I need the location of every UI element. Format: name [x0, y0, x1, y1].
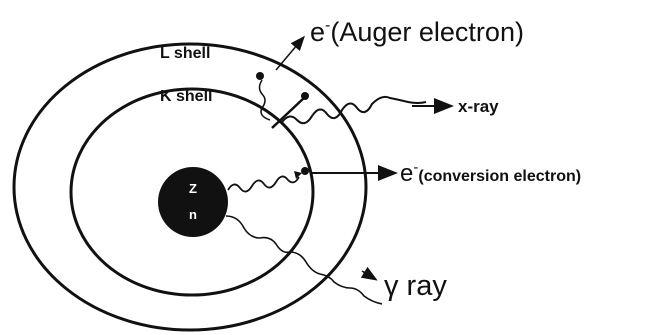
xray-label: x-ray — [458, 97, 499, 116]
conversion-text: (conversion electron) — [418, 168, 581, 185]
nucleus — [158, 167, 228, 237]
l-shell-label: L shell — [160, 45, 210, 62]
electron-k-shell — [301, 167, 309, 175]
gamma-ray-arrow — [360, 266, 378, 281]
xray-wave — [281, 95, 427, 125]
auger-text: (Auger electron) — [330, 17, 524, 47]
conversion-electron-label: e-(conversion electron) — [400, 159, 581, 187]
transition-line — [271, 96, 306, 129]
gamma-ray-wave — [225, 215, 383, 305]
k-shell-label: K shell — [160, 88, 212, 105]
auger-electron-arrow — [275, 35, 305, 71]
gamma-text: ray — [399, 270, 448, 302]
k-shell-orbit — [69, 87, 315, 297]
nucleus-wave-arrowhead — [294, 171, 302, 179]
gamma-symbol: γ — [384, 270, 399, 302]
electron-l-shell — [256, 72, 264, 80]
nucleus-label-z: Z — [189, 181, 197, 196]
gamma-ray-label: γ ray — [384, 270, 447, 302]
auger-sup: - — [325, 17, 330, 34]
l-shell-orbit — [12, 42, 368, 332]
nucleus-label-n: n — [189, 207, 197, 222]
nucleus-to-electron-wave — [227, 175, 300, 193]
auger-e: e — [310, 17, 325, 47]
conversion-sup: - — [413, 159, 418, 176]
auger-electron-label: e-(Auger electron) — [310, 17, 524, 47]
conversion-e: e — [400, 160, 413, 187]
auger-wiggle — [258, 79, 271, 121]
